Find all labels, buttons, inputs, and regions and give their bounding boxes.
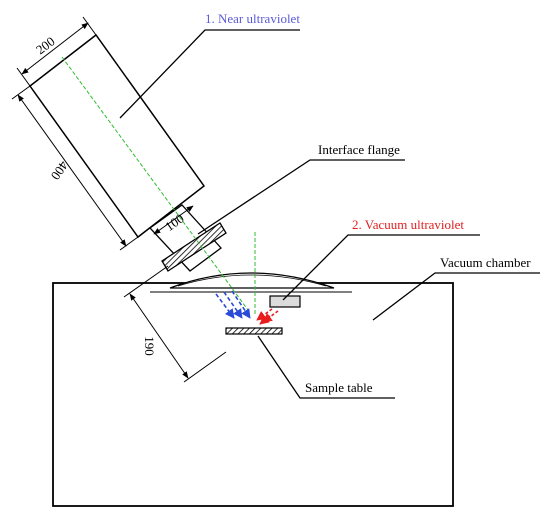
dim-400-line bbox=[17, 94, 127, 247]
leader-vacuum-uv bbox=[282, 234, 480, 301]
dim-200-ext-left bbox=[16, 67, 31, 87]
leader-near-uv bbox=[119, 29, 300, 119]
dim-400-ext-bottom bbox=[119, 236, 139, 251]
dim-190-ext-bottom bbox=[183, 351, 227, 383]
leader-vacuum-chamber bbox=[372, 272, 540, 321]
leader-interface-flange bbox=[197, 159, 405, 235]
dim-190-ext-top bbox=[123, 265, 169, 298]
dim-200-line bbox=[21, 22, 89, 75]
window-dome bbox=[169, 272, 335, 289]
leader-sample-table bbox=[257, 335, 395, 399]
dim-200-ext-right bbox=[82, 16, 97, 36]
window-dome-inner bbox=[177, 274, 327, 287]
near-uv-ray-2 bbox=[223, 291, 243, 319]
lamp-housing bbox=[28, 33, 206, 239]
vacuum-uv-source bbox=[269, 295, 301, 308]
vacuum-uv-ray-1 bbox=[256, 308, 273, 321]
near-uv-ray-1 bbox=[215, 293, 235, 319]
label-vacuum-chamber: Vacuum chamber bbox=[440, 255, 531, 270]
dim-190-text: 190 bbox=[142, 336, 157, 356]
sample-table bbox=[225, 327, 283, 335]
vacuum-uv-ray-3 bbox=[259, 314, 271, 325]
label-vacuum-uv: 2. Vacuum ultraviolet bbox=[352, 217, 464, 232]
label-near-uv: 1. Near ultraviolet bbox=[205, 11, 300, 26]
near-uv-ray-3 bbox=[231, 290, 251, 319]
lamp-optical-axis bbox=[61, 56, 249, 311]
dim-400-ext-top bbox=[11, 85, 31, 100]
vacuum-chamber-box bbox=[52, 282, 454, 507]
dim-400-text: 400 bbox=[48, 158, 71, 183]
label-interface-flange: Interface flange bbox=[318, 142, 400, 157]
dim-190-line bbox=[129, 293, 189, 379]
dim-100-line bbox=[153, 205, 194, 235]
label-sample-table: Sample table bbox=[305, 380, 373, 395]
dim-200-text: 200 bbox=[33, 34, 58, 58]
